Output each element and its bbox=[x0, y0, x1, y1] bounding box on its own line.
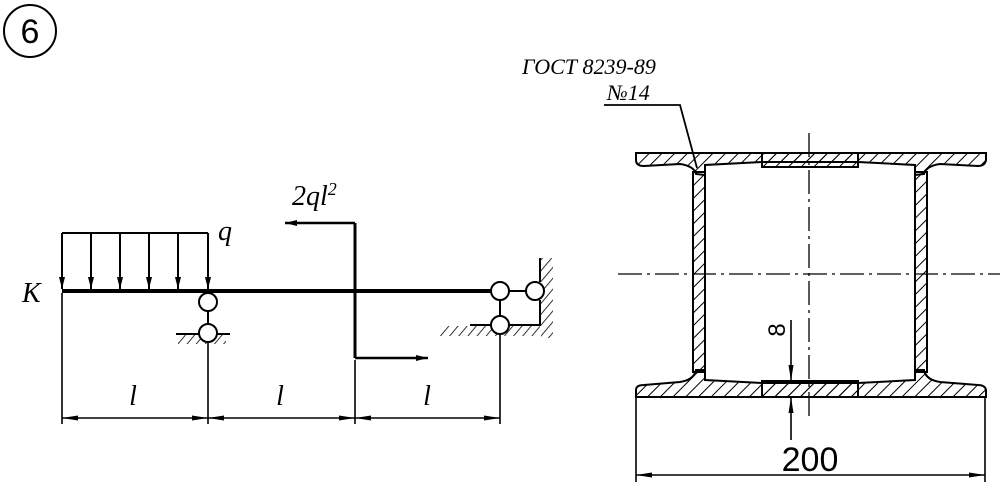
problem-number: 6 bbox=[21, 13, 40, 51]
span-label-3: l bbox=[423, 381, 431, 412]
distributed-load bbox=[59, 232, 211, 289]
profile-label: №14 bbox=[606, 80, 650, 105]
bottom-plate bbox=[761, 380, 859, 398]
standard-label: ГОСТ 8239-89 bbox=[521, 54, 656, 79]
pin-support-right bbox=[440, 258, 553, 338]
left-web bbox=[692, 171, 706, 373]
load-q-label: q bbox=[218, 216, 232, 247]
moment-load bbox=[285, 220, 428, 361]
width-dimension: 200 bbox=[782, 441, 839, 479]
pin-support-middle bbox=[176, 292, 230, 344]
right-web bbox=[914, 171, 928, 373]
point-k-label: K bbox=[21, 278, 42, 309]
leader-line bbox=[604, 104, 698, 169]
thickness-dimension: 8 bbox=[764, 323, 791, 336]
span-label-1: l bbox=[129, 381, 137, 412]
beam-scheme bbox=[59, 220, 553, 424]
cross-section bbox=[604, 104, 1000, 482]
problem-number-badge: 6 bbox=[3, 4, 57, 58]
top-plate bbox=[761, 152, 859, 168]
span-label-2: l bbox=[276, 381, 284, 412]
moment-label: 2ql2 bbox=[292, 179, 337, 212]
span-dimensions bbox=[61, 293, 501, 424]
